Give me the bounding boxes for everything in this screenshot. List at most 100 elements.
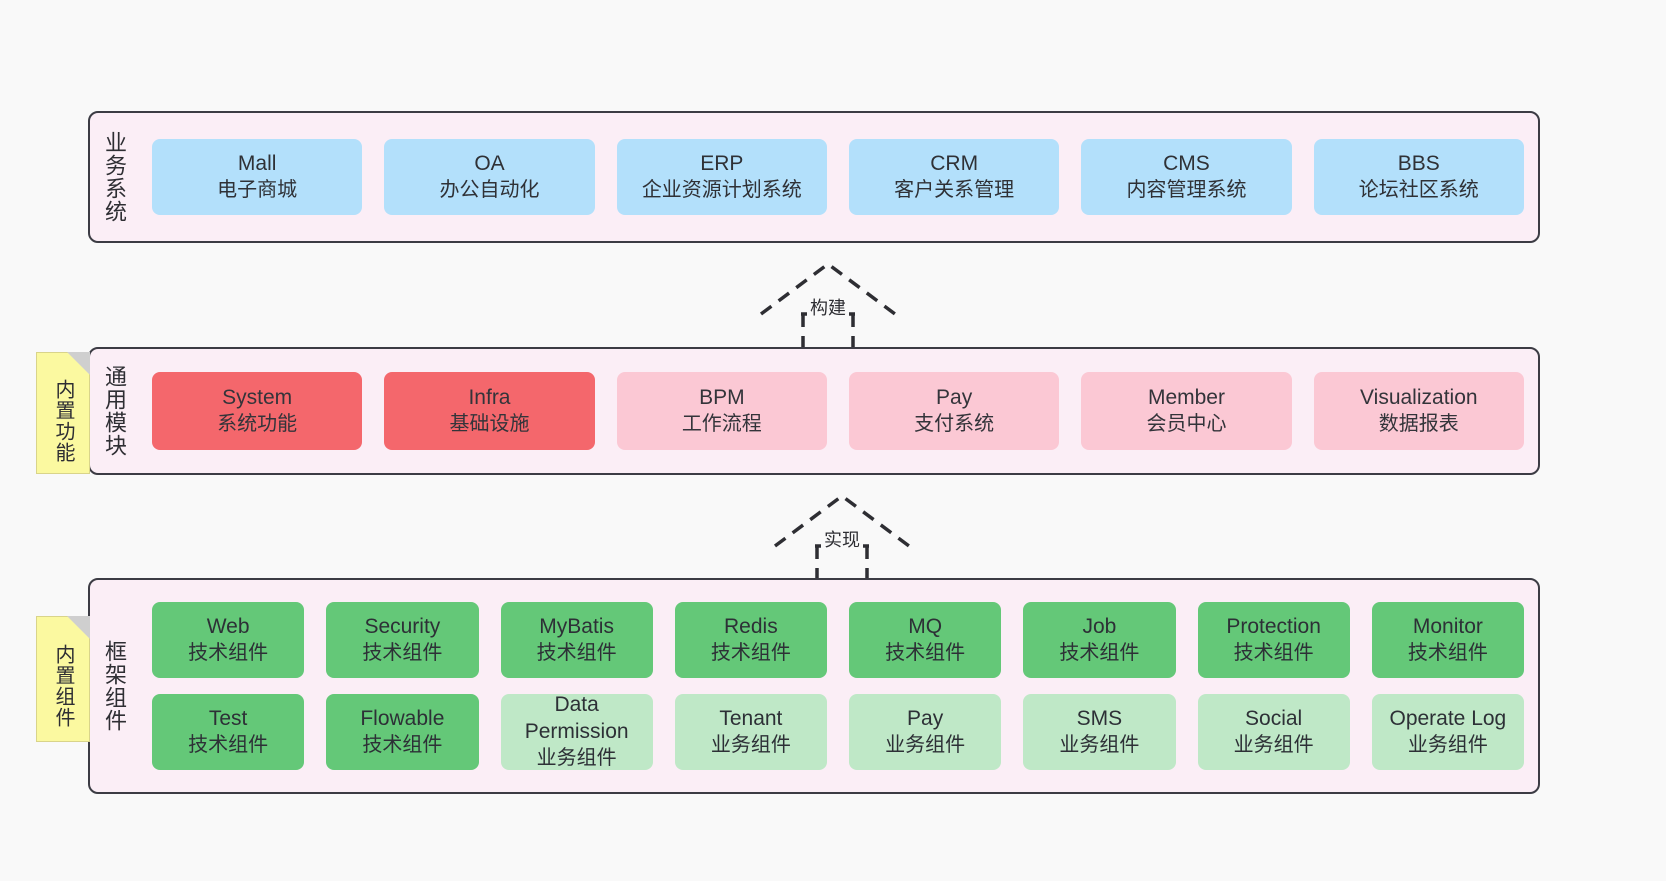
module-card-name: Infra <box>468 385 511 409</box>
module-card-name: Pay <box>907 706 944 730</box>
module-card-crm[interactable]: CRM 客户关系管理 <box>848 139 1060 215</box>
module-card-name: Mall <box>237 151 277 175</box>
arrow-build-label: 构建 <box>807 294 849 320</box>
module-card-name: Web <box>206 614 250 638</box>
module-card-desc: 电子商城 <box>217 178 298 201</box>
module-card-desc: 工作流程 <box>681 412 762 435</box>
module-card-desc: 客户关系管理 <box>894 178 1015 201</box>
module-card-web[interactable]: Web 技术组件 <box>152 602 305 678</box>
module-card-name: ERP <box>700 151 744 175</box>
note-builtin-component-label: 内置组件 <box>52 644 74 728</box>
arrow-implement-label: 实现 <box>821 526 863 552</box>
module-card-name: Redis <box>724 614 778 638</box>
module-card-sms[interactable]: SMS 业务组件 <box>1023 694 1176 770</box>
module-card-pay[interactable]: Pay 支付系统 <box>848 372 1060 450</box>
module-card-name: Security <box>364 614 441 638</box>
arrow-implement: 实现 <box>767 490 917 582</box>
note-builtin-function: 内置功能 <box>36 352 90 474</box>
module-card-desc: 技术组件 <box>362 733 443 756</box>
module-card-desc: 支付系统 <box>914 412 995 435</box>
module-card-erp[interactable]: ERP 企业资源计划系统 <box>616 139 827 215</box>
module-card-desc: 系统功能 <box>217 412 298 435</box>
module-card-desc: 技术组件 <box>1059 641 1140 664</box>
module-card-desc: 业务组件 <box>885 733 966 756</box>
module-card-name: Visualization <box>1360 385 1478 409</box>
module-card-name: MyBatis <box>539 614 614 638</box>
module-card-mq[interactable]: MQ 技术组件 <box>849 602 1002 678</box>
module-card-desc: 技术组件 <box>710 641 791 664</box>
module-card-redis[interactable]: Redis 技术组件 <box>674 602 827 678</box>
module-card-pay[interactable]: Pay 业务组件 <box>849 694 1002 770</box>
module-card-desc: 技术组件 <box>188 733 269 756</box>
module-card-system[interactable]: System 系统功能 <box>152 372 363 450</box>
module-card-tenant[interactable]: Tenant 业务组件 <box>674 694 827 770</box>
module-card-name: CMS <box>1163 151 1210 175</box>
module-card-desc: 业务组件 <box>1233 733 1314 756</box>
module-card-infra[interactable]: Infra 基础设施 <box>384 372 595 450</box>
module-card-desc: 技术组件 <box>885 641 966 664</box>
module-card-name: Tenant <box>719 706 783 730</box>
module-card-member[interactable]: Member 会员中心 <box>1081 372 1292 450</box>
arrow-build: 构建 <box>753 258 903 350</box>
module-card-mybatis[interactable]: MyBatis 技术组件 <box>500 602 653 678</box>
module-card-name: Monitor <box>1412 614 1483 638</box>
module-card-name: Pay <box>936 385 973 409</box>
module-card-desc: 论坛社区系统 <box>1358 178 1479 201</box>
module-card-desc: 内容管理系统 <box>1126 178 1247 201</box>
layer-body-business: Mall 电子商城 OA 办公自动化 ERP 企业资源计划系统 CRM 客户关系管理 CMS 内容… <box>138 113 1538 241</box>
layer-title-business: 业务系统 <box>101 131 127 223</box>
module-card-desc: 业务组件 <box>536 747 617 770</box>
module-card-name: Social <box>1245 706 1303 730</box>
module-card-cms[interactable]: CMS 内容管理系统 <box>1081 139 1292 215</box>
module-card-name: Protection <box>1226 614 1321 638</box>
module-card-monitor[interactable]: Monitor 技术组件 <box>1371 602 1524 678</box>
module-card-name: System <box>222 385 293 409</box>
module-card-flowable[interactable]: Flowable 技术组件 <box>326 694 479 770</box>
module-card-desc: 基础设施 <box>449 412 530 435</box>
card-row: Mall 电子商城 OA 办公自动化 ERP 企业资源计划系统 CRM 客户关系管理 CMS 内容… <box>152 139 1524 215</box>
module-card-desc: 技术组件 <box>536 641 617 664</box>
note-builtin-component: 内置组件 <box>36 616 90 742</box>
module-card-security[interactable]: Security 技术组件 <box>326 602 479 678</box>
module-card-data-permission[interactable]: Data Permission 业务组件 <box>500 693 653 770</box>
module-card-social[interactable]: Social 业务组件 <box>1197 694 1350 770</box>
module-card-name: SMS <box>1076 706 1123 730</box>
module-card-name: MQ <box>908 614 943 638</box>
module-card-name: OA <box>474 151 505 175</box>
module-card-job[interactable]: Job 技术组件 <box>1023 602 1176 678</box>
module-card-name: Operate Log <box>1389 706 1507 730</box>
module-card-desc: 企业资源计划系统 <box>641 178 802 201</box>
module-card-desc: 技术组件 <box>1233 641 1314 664</box>
module-card-name: Member <box>1147 385 1225 409</box>
module-card-protection[interactable]: Protection 技术组件 <box>1197 602 1350 678</box>
module-card-desc: 业务组件 <box>1407 733 1488 756</box>
module-card-operate-log[interactable]: Operate Log 业务组件 <box>1371 694 1524 770</box>
module-card-name: Data Permission <box>524 693 629 744</box>
module-card-desc: 数据报表 <box>1378 412 1459 435</box>
module-card-desc: 业务组件 <box>1059 733 1140 756</box>
module-card-desc: 技术组件 <box>188 641 269 664</box>
module-card-name: Job <box>1082 614 1117 638</box>
layer-title-common: 通用模块 <box>101 365 127 457</box>
module-card-desc: 业务组件 <box>710 733 791 756</box>
module-card-bbs[interactable]: BBS 论坛社区系统 <box>1313 139 1524 215</box>
module-card-oa[interactable]: OA 办公自动化 <box>384 139 595 215</box>
module-card-test[interactable]: Test 技术组件 <box>152 694 305 770</box>
module-card-desc: 办公自动化 <box>439 178 540 201</box>
module-card-desc: 技术组件 <box>362 641 443 664</box>
layer-business-system: 业务系统 Mall 电子商城 OA 办公自动化 ERP 企业资源计划系统 CRM 客户关系管理… <box>88 111 1540 243</box>
module-card-mall[interactable]: Mall 电子商城 <box>152 139 363 215</box>
module-card-name: Flowable <box>360 706 445 730</box>
module-card-desc: 技术组件 <box>1407 641 1488 664</box>
layer-title-framework: 框架组件 <box>101 640 127 732</box>
module-card-name: CRM <box>930 151 979 175</box>
module-card-name: Test <box>208 706 248 730</box>
module-card-name: BBS <box>1397 151 1440 175</box>
module-card-desc: 会员中心 <box>1146 412 1227 435</box>
module-card-visualization[interactable]: Visualization 数据报表 <box>1313 372 1524 450</box>
